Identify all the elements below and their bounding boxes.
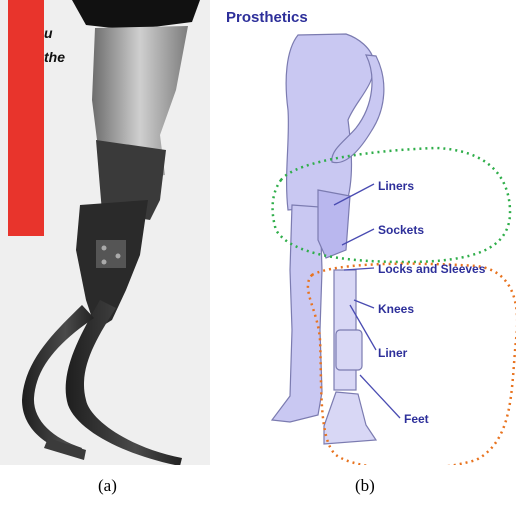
caption-a: (a) [98,476,117,496]
diagram-title: Prosthetics [226,9,308,26]
caption-b: (b) [355,476,375,496]
label-liners: Liners [378,179,414,193]
label-feet: Feet [404,412,429,426]
label-knees: Knees [378,302,414,316]
label-sockets: Sockets [378,223,424,237]
prosthetics-diagram: Prosthetics [226,0,516,465]
red-magazine-band [8,0,44,236]
label-liner: Liner [378,346,408,360]
magazine-text-line2: the [44,49,65,65]
photo-running-blade-prosthesis: u the (a) [0,0,210,465]
prosthesis-photo-illustration: u the [0,0,210,465]
prosthetics-diagram-svg: Prosthetics [226,0,516,465]
label-locks-and-sleeves: Locks and Sleeves [378,262,486,276]
magazine-text-line1: u [44,25,53,41]
